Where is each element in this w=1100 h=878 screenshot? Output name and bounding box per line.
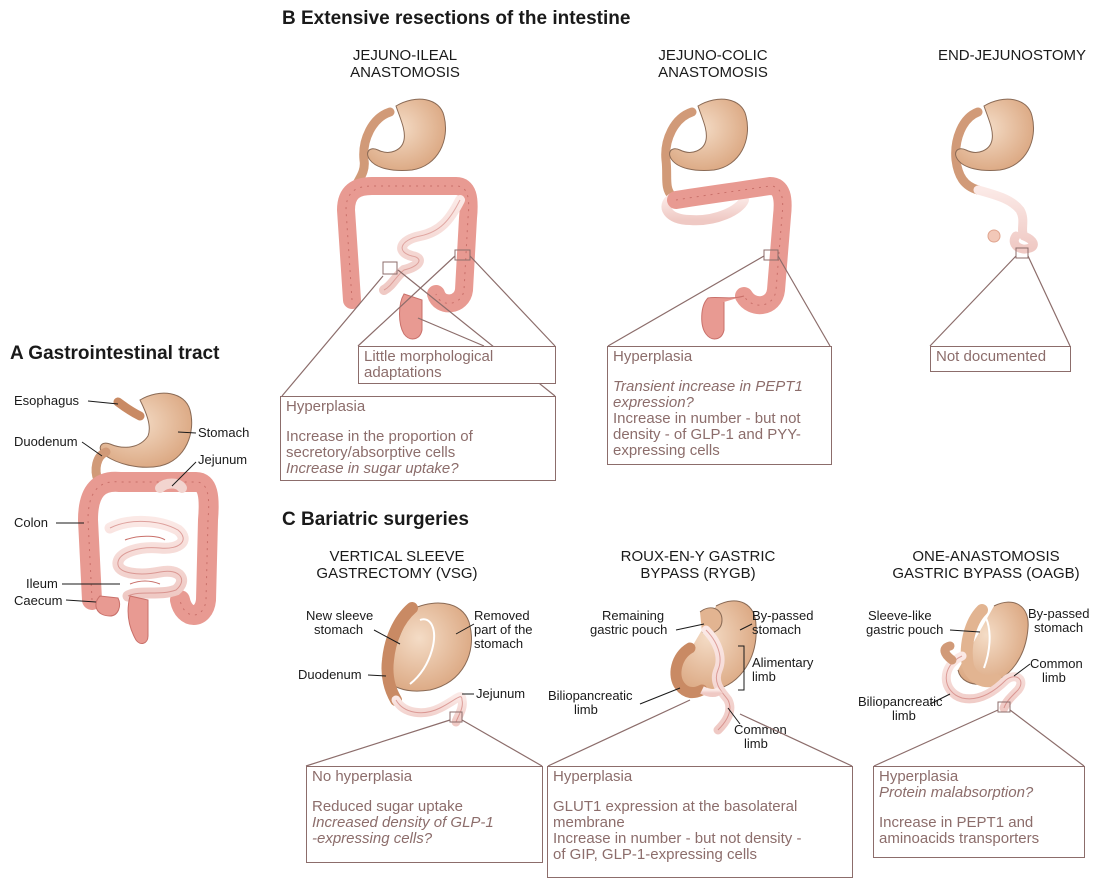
box-jejuno-colic-italic-1: Transient increase in PEPT1 [613,378,803,395]
leader-esophagus [88,401,118,404]
label-oagb-bilio-2: limb [892,708,916,723]
box-jejuno-ileal-head: Hyperplasia [286,399,550,415]
title-rygb-2: BYPASS (RYGB) [640,565,755,582]
box-jejuno-ileal-italic: Increase in sugar uptake? [286,460,459,477]
vsg-illustration [384,603,471,722]
section-b-title: B Extensive resections of the intestine [282,8,630,29]
box-jejuno-ileal-little-line-2: adaptations [364,365,550,381]
box-oagb-italic: Protein malabsorption? [879,784,1033,801]
label-rygb-bilio-1: Biliopancreatic [548,688,633,703]
label-vsg-removed-2: part of the [474,622,533,637]
box-rygb-line-3: Increase in number - but not density - [553,831,847,847]
section-c-title: C Bariatric surgeries [282,509,469,530]
label-rygb-bypassed-1: By-passed [752,608,813,623]
label-caecum: Caecum [14,593,62,608]
box-oagb: Hyperplasia Protein malabsorption? Incre… [873,766,1085,858]
label-esophagus: Esophagus [14,393,80,408]
label-colon: Colon [14,515,48,530]
box-jejuno-colic: Hyperplasia Transient increase in PEPT1 … [607,346,832,465]
label-vsg-removed-1: Removed [474,608,530,623]
box-jejuno-ileal-little: Little morphological adaptations [358,346,556,384]
title-jejuno-colic-2: ANASTOMOSIS [658,64,768,81]
box-rygb-line-4: of GIP, GLP-1-expressing cells [553,847,847,863]
label-rygb-alimentary-2: limb [752,669,776,684]
label-oagb-bypassed-2: stomach [1034,620,1083,635]
leader-duodenum [82,442,102,456]
box-jejuno-colic-line-1: Increase in number - but not [613,411,826,427]
box-end-jejunostomy: Not documented [930,346,1071,372]
label-rygb-common-1: Common [734,722,787,737]
box-jejuno-ileal-line-1: Increase in the proportion of [286,429,550,445]
section-a-title: A Gastrointestinal tract [10,343,220,364]
oagb-illustration [945,602,1028,708]
title-jejuno-ileal-1: JEJUNO-ILEAL [353,47,457,64]
box-jejuno-ileal-line-2: secretory/absorptive cells [286,445,550,461]
box-jejuno-ileal-little-line-1: Little morphological [364,349,550,365]
end-jejunostomy-callouts [930,248,1070,346]
title-end-jejunostomy: END-JEJUNOSTOMY [938,47,1086,64]
box-vsg-line: Reduced sugar uptake [312,799,537,815]
box-vsg: No hyperplasia Reduced sugar uptake Incr… [306,766,543,863]
label-oagb-common-2: limb [1042,670,1066,685]
label-vsg-removed-3: stomach [474,636,523,651]
label-rygb-bilio-2: limb [574,702,598,717]
jejuno-ileal-illustration [346,99,469,339]
box-jejuno-colic-italic-2: expression? [613,394,694,411]
label-oagb-bypassed-1: By-passed [1028,606,1089,621]
label-rygb-remaining-1: Remaining [602,608,664,623]
box-oagb-line-1: Increase in PEPT1 and [879,815,1079,831]
box-rygb-head: Hyperplasia [553,769,847,785]
label-stomach: Stomach [198,425,249,440]
box-oagb-line-2: aminoacids transporters [879,831,1079,847]
end-jejunostomy-illustration [956,99,1034,249]
box-vsg-italic-1: Increased density of GLP-1 [312,814,494,831]
vsg-callouts [306,712,542,766]
label-duodenum: Duodenum [14,434,78,449]
box-oagb-head: Hyperplasia [879,769,1079,785]
box-jejuno-colic-line-2: density - of GLP-1 and PYY- [613,427,826,443]
label-rygb-alimentary-1: Alimentary [752,655,814,670]
box-jejuno-colic-head: Hyperplasia [613,349,826,365]
title-vsg-1: VERTICAL SLEEVE [329,548,464,565]
label-vsg-new-sleeve-1: New sleeve [306,608,373,623]
label-ileum: Ileum [26,576,58,591]
box-vsg-italic-2: -expressing cells? [312,830,432,847]
label-jejunum: Jejunum [198,452,247,467]
label-oagb-common-1: Common [1030,656,1083,671]
box-vsg-head: No hyperplasia [312,769,537,785]
box-rygb: Hyperplasia GLUT1 expression at the baso… [547,766,853,878]
title-jejuno-colic-1: JEJUNO-COLIC [658,47,767,64]
box-end-jejunostomy-text: Not documented [936,349,1065,365]
label-rygb-bypassed-2: stomach [752,622,801,637]
label-oagb-sleeve-1: Sleeve-like [868,608,932,623]
box-jejuno-ileal: Hyperplasia Increase in the proportion o… [280,396,556,481]
title-jejuno-ileal-2: ANASTOMOSIS [350,64,460,81]
title-oagb-1: ONE-ANASTOMOSIS [912,548,1059,565]
label-rygb-common-2: limb [744,736,768,751]
label-vsg-new-sleeve-2: stomach [314,622,363,637]
box-jejuno-colic-line-3: expressing cells [613,443,826,459]
label-oagb-bilio-1: Biliopancreatic [858,694,943,709]
title-oagb-2: GASTRIC BYPASS (OAGB) [892,565,1079,582]
gi-tract-illustration [88,393,209,643]
title-vsg-2: GASTRECTOMY (VSG) [316,565,477,582]
box-rygb-line-1: GLUT1 expression at the basolateral [553,799,847,815]
box-rygb-line-2: membrane [553,815,847,831]
title-rygb-1: ROUX-EN-Y GASTRIC [621,548,776,565]
label-rygb-remaining-2: gastric pouch [590,622,667,637]
label-oagb-sleeve-2: gastric pouch [866,622,943,637]
label-vsg-duodenum: Duodenum [298,667,362,682]
label-vsg-jejunum: Jejunum [476,686,525,701]
